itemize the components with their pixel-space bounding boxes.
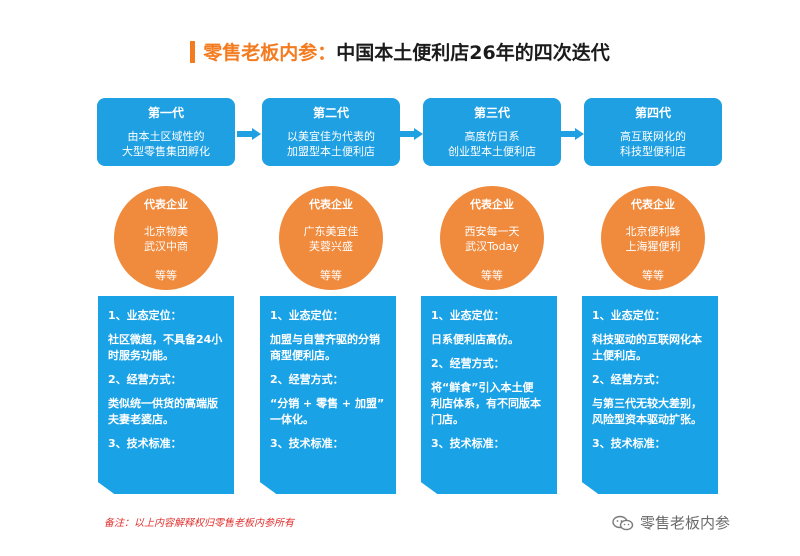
rep-companies: 北京物美 武汉中商 — [114, 224, 218, 254]
card-section-head: 1、业态定位： — [431, 309, 505, 322]
card-section-text: 加盟与自营齐驱的分销 商型便利店。 — [270, 332, 388, 364]
rep-etc: 等等 — [155, 269, 177, 282]
rep-label: 代表企业 — [144, 198, 188, 211]
card-section-head: 1、业态定位： — [592, 309, 666, 322]
detail-card-1: 1、业态定位： 社区微超，不具备24小 时服务功能。 2、经营方式： 类似统一供… — [98, 296, 234, 494]
arrow-right-icon — [560, 128, 584, 140]
card-text-line: 类似统一供货的高端版 — [108, 397, 218, 410]
card-text-line: 与第三代无较大差别， — [592, 397, 702, 410]
rep-etc: 等等 — [481, 269, 503, 282]
company-name: 广东美宜佳 — [303, 225, 359, 238]
card-section-head: 3、技术标准： — [108, 437, 182, 450]
gen-desc: 以美宜佳为代表的 加盟型本土便利店 — [262, 129, 400, 159]
gen-box-1: 第一代 由本土区域性的 大型零售集团孵化 — [97, 98, 235, 166]
rep-companies: 西安每一天 武汉Today — [440, 224, 544, 254]
detail-card-4: 1、业态定位： 科技驱动的互联网化本 土便利店。 2、经营方式： 与第三代无较大… — [582, 296, 718, 494]
watermark: 零售老板内参 — [612, 512, 730, 533]
gen-desc-line: 创业型本土便利店 — [448, 145, 536, 158]
rep-label: 代表企业 — [631, 198, 675, 211]
wechat-icon — [612, 515, 634, 531]
gen-desc-line: 以美宜佳为代表的 — [287, 130, 375, 143]
company-name: 北京便利蜂 — [625, 225, 681, 238]
gen-desc-line: 科技型便利店 — [620, 145, 686, 158]
rep-company-circle-4: 代表企业 北京便利蜂 上海猩便利 等等 — [601, 186, 705, 290]
card-section-head: 3、技术标准： — [592, 437, 666, 450]
card-text-line: 时服务功能。 — [108, 349, 174, 362]
company-name: 武汉Today — [465, 240, 519, 253]
gen-title: 第三代 — [473, 106, 510, 120]
page-title: 零售老板内参： 中国本土便利店26年的四次迭代 — [0, 38, 800, 65]
company-name: 芙蓉兴盛 — [309, 240, 353, 253]
card-section-head: 1、业态定位： — [108, 309, 182, 322]
rep-companies: 北京便利蜂 上海猩便利 — [601, 224, 705, 254]
card-text-line: 门店。 — [431, 413, 464, 426]
company-name: 上海猩便利 — [625, 240, 681, 253]
gen-box-4: 第四代 高互联网化的 科技型便利店 — [584, 98, 722, 166]
rep-company-circle-2: 代表企业 广东美宜佳 芙蓉兴盛 等等 — [279, 186, 383, 290]
card-text-line: 夫妻老婆店。 — [108, 413, 174, 426]
card-text-line: 日系便利店高仿。 — [431, 333, 519, 346]
card-text-line: 商型便利店。 — [270, 349, 336, 362]
gen-desc: 由本土区域性的 大型零售集团孵化 — [97, 129, 235, 159]
detail-card-3: 1、业态定位： 日系便利店高仿。 2、经营方式： 将“鲜食”引入本土便 利店体系… — [421, 296, 557, 494]
gen-title: 第二代 — [312, 106, 349, 120]
card-section-text: 日系便利店高仿。 — [431, 332, 549, 348]
card-text-line: 利店体系，有不同版本 — [431, 397, 541, 410]
rep-company-circle-3: 代表企业 西安每一天 武汉Today 等等 — [440, 186, 544, 290]
title-main: 中国本土便利店26年的四次迭代 — [336, 42, 610, 64]
rep-etc: 等等 — [320, 269, 342, 282]
gen-title: 第一代 — [147, 106, 184, 120]
card-text-line: “分销 + 零售 + 加盟” — [270, 397, 385, 410]
gen-box-2: 第二代 以美宜佳为代表的 加盟型本土便利店 — [262, 98, 400, 166]
card-section-head: 2、经营方式： — [270, 373, 344, 386]
card-text-line: 将“鲜食”引入本土便 — [431, 381, 534, 394]
footnote: 备注：以上内容解释权归零售老板内参所有 — [104, 518, 294, 529]
gen-title: 第四代 — [634, 106, 671, 120]
arrow-right-icon — [399, 128, 423, 140]
card-text-line: 社区微超，不具备24小 — [108, 333, 223, 346]
gen-desc-line: 高度仿日系 — [464, 130, 520, 143]
card-section-text: 与第三代无较大差别， 风险型资本驱动扩张。 — [592, 396, 710, 428]
arrow-right-icon — [237, 128, 261, 140]
card-text-line: 风险型资本驱动扩张。 — [592, 413, 702, 426]
card-section-head: 2、经营方式： — [431, 357, 505, 370]
rep-company-circle-1: 代表企业 北京物美 武汉中商 等等 — [114, 186, 218, 290]
rep-label: 代表企业 — [309, 198, 353, 211]
card-section-head: 3、技术标准： — [270, 437, 344, 450]
card-section-text: 类似统一供货的高端版 夫妻老婆店。 — [108, 396, 226, 428]
title-accent-bar — [190, 40, 196, 63]
company-name: 武汉中商 — [144, 240, 188, 253]
card-section-head: 1、业态定位： — [270, 309, 344, 322]
card-section-text: 将“鲜食”引入本土便 利店体系，有不同版本 门店。 — [431, 380, 549, 428]
card-section-head: 3、技术标准： — [431, 437, 505, 450]
rep-etc: 等等 — [642, 269, 664, 282]
rep-label: 代表企业 — [470, 198, 514, 211]
gen-box-3: 第三代 高度仿日系 创业型本土便利店 — [423, 98, 561, 166]
card-section-text: 社区微超，不具备24小 时服务功能。 — [108, 332, 226, 364]
company-name: 西安每一天 — [464, 225, 520, 238]
card-section-text: 科技驱动的互联网化本 土便利店。 — [592, 332, 710, 364]
card-section-text: “分销 + 零售 + 加盟” 一体化。 — [270, 396, 388, 428]
gen-desc: 高度仿日系 创业型本土便利店 — [423, 129, 561, 159]
gen-desc-line: 由本土区域性的 — [127, 130, 205, 143]
card-text-line: 科技驱动的互联网化本 — [592, 333, 702, 346]
card-text-line: 一体化。 — [270, 413, 314, 426]
card-text-line: 加盟与自营齐驱的分销 — [270, 333, 380, 346]
detail-card-2: 1、业态定位： 加盟与自营齐驱的分销 商型便利店。 2、经营方式： “分销 + … — [260, 296, 396, 494]
gen-desc-line: 大型零售集团孵化 — [122, 145, 210, 158]
card-text-line: 土便利店。 — [592, 349, 647, 362]
rep-companies: 广东美宜佳 芙蓉兴盛 — [279, 224, 383, 254]
card-section-head: 2、经营方式： — [108, 373, 182, 386]
gen-desc-line: 高互联网化的 — [620, 130, 686, 143]
gen-desc: 高互联网化的 科技型便利店 — [584, 129, 722, 159]
gen-desc-line: 加盟型本土便利店 — [287, 145, 375, 158]
company-name: 北京物美 — [144, 225, 188, 238]
title-brand: 零售老板内参： — [203, 42, 337, 64]
watermark-text: 零售老板内参 — [640, 514, 731, 532]
card-section-head: 2、经营方式： — [592, 373, 666, 386]
